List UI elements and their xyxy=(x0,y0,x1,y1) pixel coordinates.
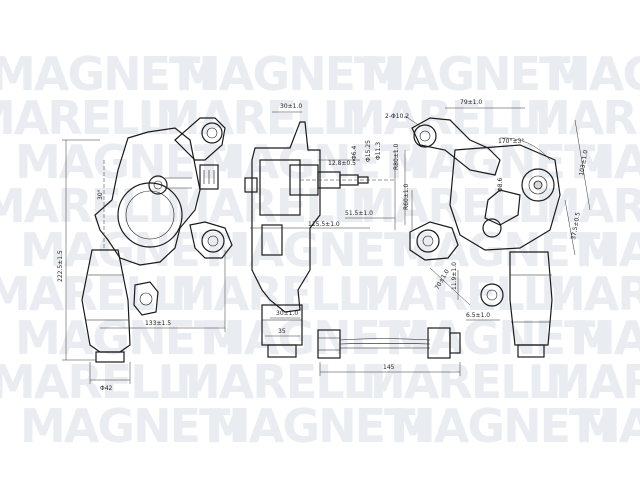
front-top-bushing xyxy=(201,122,223,144)
front-gear-outer xyxy=(117,182,183,248)
watermark-row-5c: MAGNETI xyxy=(390,223,614,277)
front-top-arm xyxy=(174,117,226,161)
watermark-row-9c: MAGNETI xyxy=(390,399,614,453)
watermark-row-8a: MARELLI xyxy=(0,355,200,409)
dim-rear-r2: R60±1.0 xyxy=(403,183,410,210)
rear-motor-body xyxy=(509,251,553,346)
side-view: 30±1.0 30±1.0 35 12.8±0.5 Φ15.25 Φ11.3 Φ… xyxy=(244,103,396,358)
rear-output-shaft xyxy=(533,180,543,190)
watermark-row-3d: MAGNETI xyxy=(570,135,640,189)
rear-motor-end xyxy=(517,344,545,358)
rear-lower-arm xyxy=(409,221,459,261)
dim-side-r2: Φ11.3 xyxy=(375,142,382,160)
side-motor-end xyxy=(267,344,297,358)
watermark-row-7d: MAGNETI xyxy=(570,311,640,365)
watermark-row-4a: MARELLI xyxy=(0,179,190,233)
watermark-row-1c: MAGNETI xyxy=(360,47,584,101)
watermark-row-5b: MAGNETI xyxy=(205,223,429,277)
watermark-row-2c: MARELLI xyxy=(340,91,550,145)
dim-side-r1: Φ15.25 xyxy=(365,140,372,162)
dim-side-shaft: 12.8±0.5 xyxy=(328,160,356,167)
watermark-row-8d: MARELLI xyxy=(545,355,640,409)
rear-lower-bushing xyxy=(416,229,440,253)
rear-output-gear xyxy=(521,168,555,202)
dim-connector-length: 145 xyxy=(383,364,395,371)
dim-side-top: 30±1.0 xyxy=(280,103,302,110)
connector-harness: 145 xyxy=(317,327,461,376)
side-housing xyxy=(251,121,321,313)
dim-side-long: 115.5±1.0 xyxy=(308,221,340,228)
dim-rear-hole: 2-Φ10.2 xyxy=(385,113,409,120)
front-lower-bushing xyxy=(201,229,225,253)
front-connector xyxy=(199,164,219,190)
watermark-row-9d: MAGNETI xyxy=(575,399,640,453)
front-shaft-boss xyxy=(148,175,168,195)
dim-angle-label: 30° xyxy=(97,189,104,200)
watermark-row-5d: MAGNETI xyxy=(575,223,640,277)
rear-view: 79±1.0 2-Φ10.2 170°±3° R80±1.0 R60±1.0 1… xyxy=(385,99,591,358)
watermark-row-3a: MAGNETI xyxy=(15,135,239,189)
side-bushing xyxy=(261,224,283,256)
watermark-row-2b: MARELLI xyxy=(155,91,365,145)
dim-rear-c: 6.5±1.0 xyxy=(466,312,490,319)
watermark-row-6d: MARELLI xyxy=(540,267,640,321)
watermark-row-6c: MARELLI xyxy=(355,267,565,321)
watermark-row-9b: MAGNETI xyxy=(205,399,429,453)
watermark-row-2d: MARELLI xyxy=(525,91,640,145)
rear-gearbox xyxy=(449,144,561,251)
watermark-row-1a: MAGNETI xyxy=(0,47,214,101)
dim-side-r3: Φ6.4 xyxy=(351,146,358,160)
dim-side-bottom: 30±1.0 xyxy=(276,310,298,317)
dim-rear-d: Φ8.6 xyxy=(497,178,504,192)
watermark-row-2a: MARELLI xyxy=(0,91,180,145)
watermark-row-1b: MAGNETI xyxy=(175,47,399,101)
front-bracket xyxy=(133,281,159,316)
front-lower-hole xyxy=(207,235,219,247)
rear-top-bushing xyxy=(413,124,437,148)
dim-rear-side2: 37.5±0.5 xyxy=(570,211,582,240)
watermark-row-6b: MARELLI xyxy=(170,267,380,321)
front-shaft xyxy=(153,180,163,190)
dim-rear-top: 79±1.0 xyxy=(460,99,482,106)
dim-height-label: 222.5±1.5 xyxy=(57,250,64,282)
side-connector xyxy=(244,177,258,193)
rear-lever xyxy=(484,189,521,226)
dim-diameter-label: Φ42 xyxy=(100,385,113,392)
dim-rear-side1: 103±1.0 xyxy=(578,149,589,176)
watermark-row-4d: MARELLI xyxy=(535,179,640,233)
watermark-row-8c: MARELLI xyxy=(360,355,570,409)
watermark-row-8b: MARELLI xyxy=(175,355,385,409)
watermark-row-9a: MAGNETI xyxy=(20,399,244,453)
watermark-row-7b: MAGNETI xyxy=(200,311,424,365)
watermark-layer: MAGNETI MAGNETI MAGNETI MAGNETI MARELLI … xyxy=(0,47,640,453)
watermark-row-6a: MARELLI xyxy=(0,267,195,321)
dim-rear-angle: 170°±3° xyxy=(498,138,524,145)
front-gear-inner xyxy=(125,190,175,240)
front-view: 222.5±1.5 30° 133±1.5 Φ42 xyxy=(57,117,233,392)
rear-small-bushing xyxy=(480,283,504,307)
front-lower-arm xyxy=(189,221,233,259)
front-housing xyxy=(94,127,201,266)
dim-rear-b: 11.9±1.0 xyxy=(451,262,458,290)
rear-top-arm xyxy=(411,117,501,176)
dim-side-mid: 51.5±1.0 xyxy=(345,210,373,217)
dim-rear-r1: R80±1.0 xyxy=(393,143,400,170)
dim-width-label: 133±1.5 xyxy=(145,320,171,327)
dim-side-bottom2: 35 xyxy=(278,328,286,335)
side-gearbox xyxy=(259,159,301,216)
watermark-row-3c: MAGNETI xyxy=(385,135,609,189)
front-top-hole xyxy=(206,127,218,139)
front-motor-end xyxy=(95,351,125,363)
watermark-row-1d: MAGNETI xyxy=(545,47,640,101)
